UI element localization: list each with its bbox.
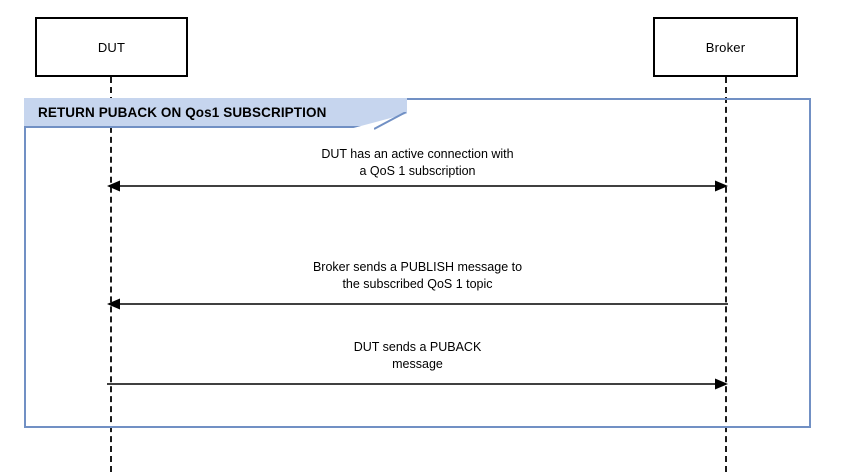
message-3-arrow-right	[107, 378, 728, 390]
lifeline-broker	[725, 77, 727, 472]
fragment-header-tab: RETURN PUBACK ON Qos1 SUBSCRIPTION	[24, 98, 407, 128]
participant-box-broker[interactable]: Broker	[653, 17, 798, 77]
message-3-label: DUT sends a PUBACK message	[353, 340, 482, 371]
message-2-arrow-left	[107, 298, 728, 310]
message-1-label: DUT has an active connection with a QoS …	[321, 147, 514, 178]
participant-label-broker: Broker	[705, 39, 746, 55]
message-2[interactable]: Broker sends a PUBLISH message to the su…	[107, 259, 728, 310]
combined-fragment-frame	[24, 98, 811, 428]
participant-label-dut: DUT	[97, 39, 126, 55]
message-2-label: Broker sends a PUBLISH message to the su…	[312, 260, 523, 291]
message-1[interactable]: DUT has an active connection with a QoS …	[107, 146, 728, 192]
participant-box-dut[interactable]: DUT	[35, 17, 188, 77]
fragment-label: RETURN PUBACK ON Qos1 SUBSCRIPTION	[38, 104, 327, 120]
message-1-arrow-bidirectional	[107, 180, 728, 192]
lifeline-dut	[110, 77, 112, 472]
message-3[interactable]: DUT sends a PUBACK message	[107, 339, 728, 391]
